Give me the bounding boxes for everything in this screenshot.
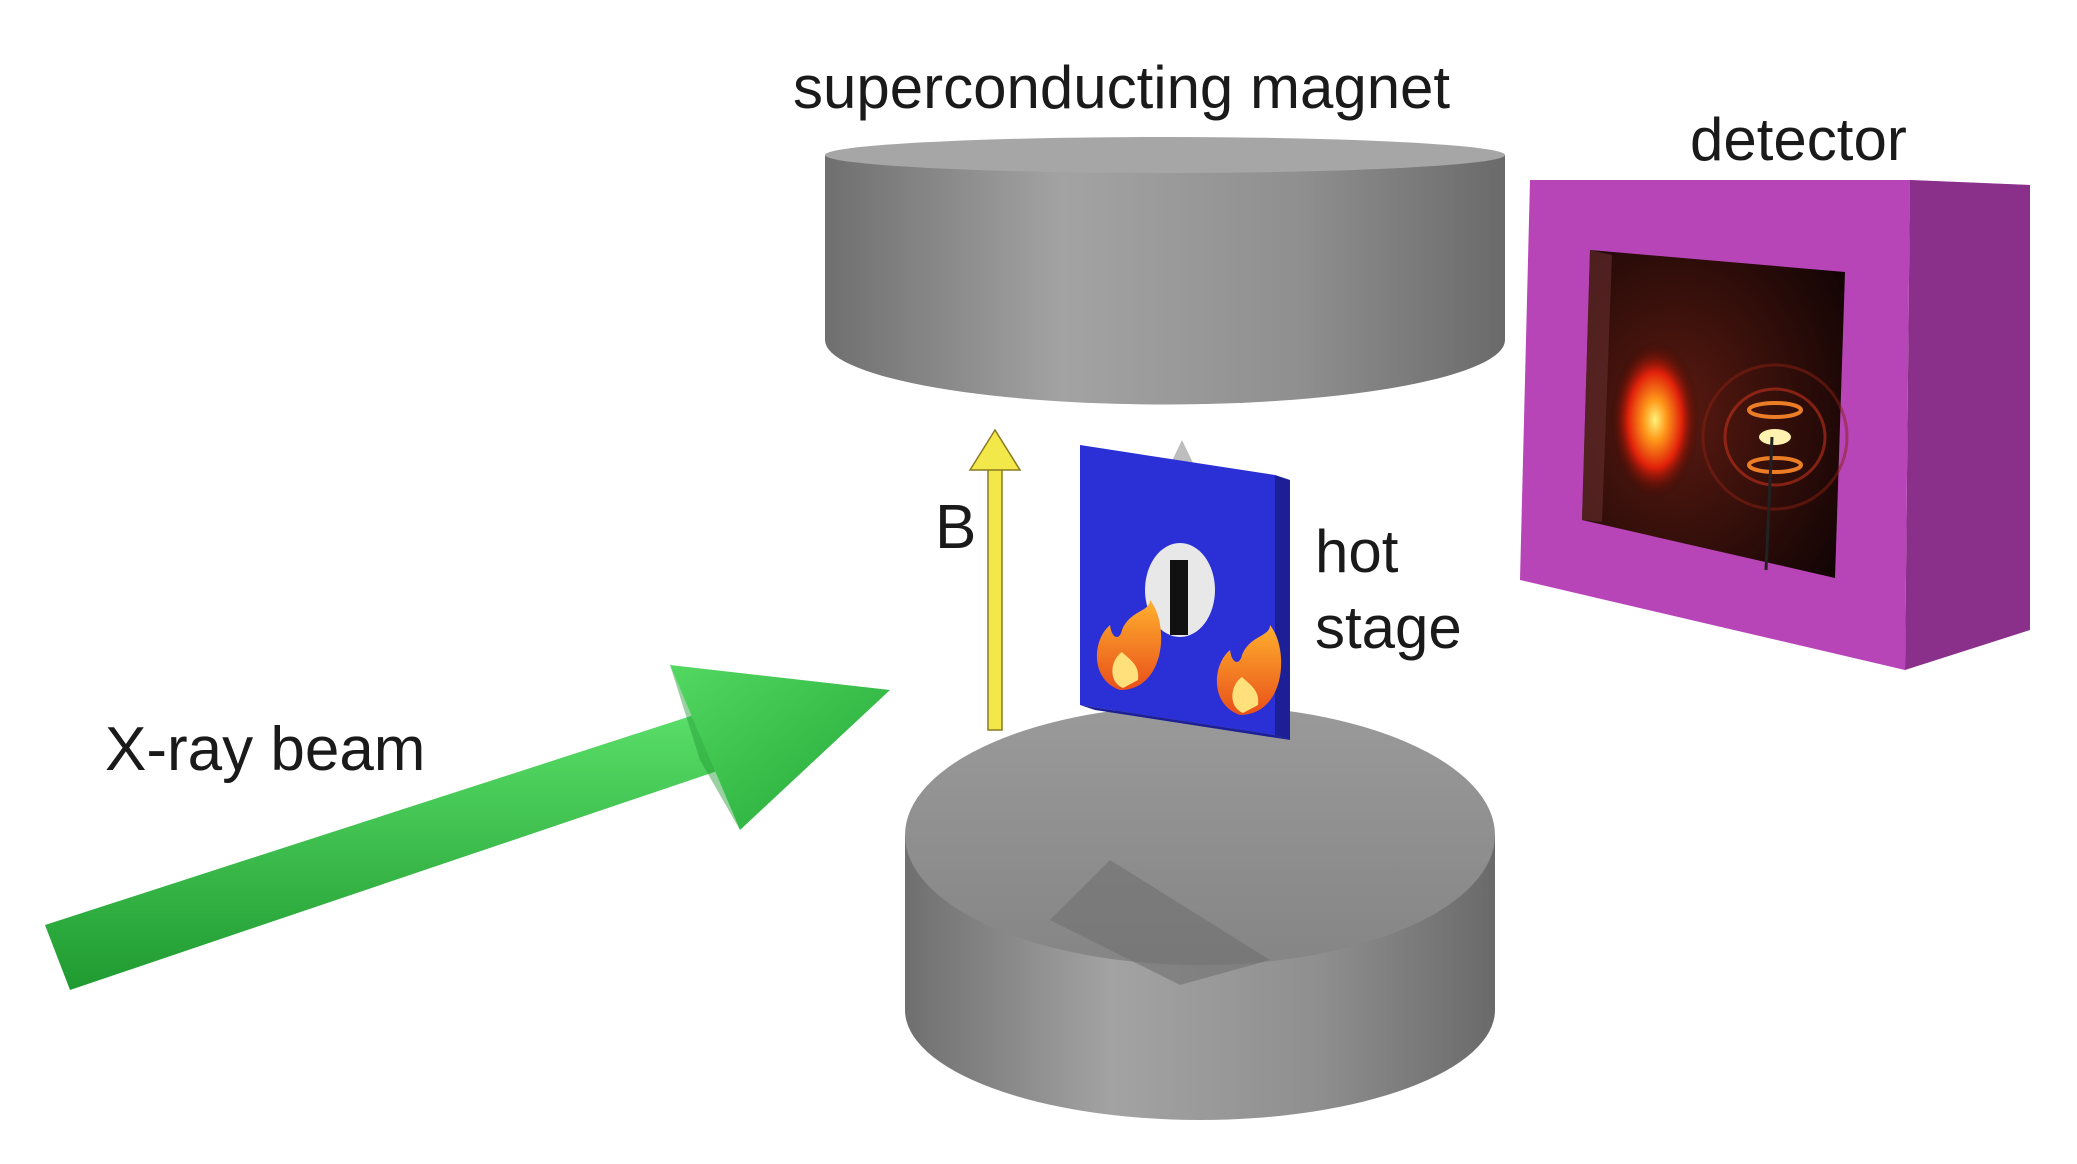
field-label: B <box>935 493 976 562</box>
stage-label-line1: hot <box>1315 518 1399 585</box>
arrow-up-icon <box>968 428 1022 731</box>
detector-label: detector <box>1690 106 1907 173</box>
detector <box>1520 180 2030 670</box>
arrow-right-icon <box>45 665 890 990</box>
flame-icon <box>1216 625 1282 715</box>
beam-label: X-ray beam <box>105 715 425 784</box>
stage-label-line2: stage <box>1315 594 1462 661</box>
lower-magnet <box>905 705 1495 1120</box>
upper-magnet <box>825 137 1505 405</box>
flame-icon <box>1096 600 1162 690</box>
magnet-label: superconducting magnet <box>793 54 1450 121</box>
hot-stage <box>1080 440 1290 740</box>
